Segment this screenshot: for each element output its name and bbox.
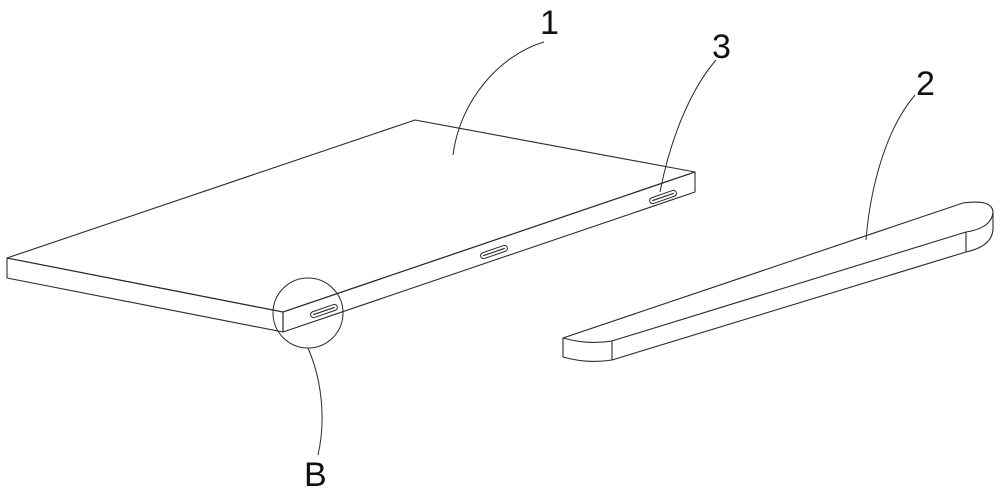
board-side-face xyxy=(282,171,696,333)
edge-strip xyxy=(562,201,994,363)
connector-pin xyxy=(649,189,677,205)
leader-line-b xyxy=(307,347,323,456)
leader-line-1 xyxy=(452,41,545,156)
label-2: 2 xyxy=(916,65,935,103)
label-b: B xyxy=(304,456,327,494)
connector-pin xyxy=(480,244,508,260)
board-panel xyxy=(6,119,696,333)
label-3: 3 xyxy=(712,28,731,66)
connector-pin xyxy=(310,303,338,319)
leader-line-2 xyxy=(865,94,916,241)
strip-top-face xyxy=(562,201,994,344)
strip-front-face xyxy=(562,211,994,363)
board-top-face xyxy=(6,119,696,313)
label-1: 1 xyxy=(540,4,559,42)
board-front-face xyxy=(6,257,284,333)
leader-line-3 xyxy=(659,59,717,193)
